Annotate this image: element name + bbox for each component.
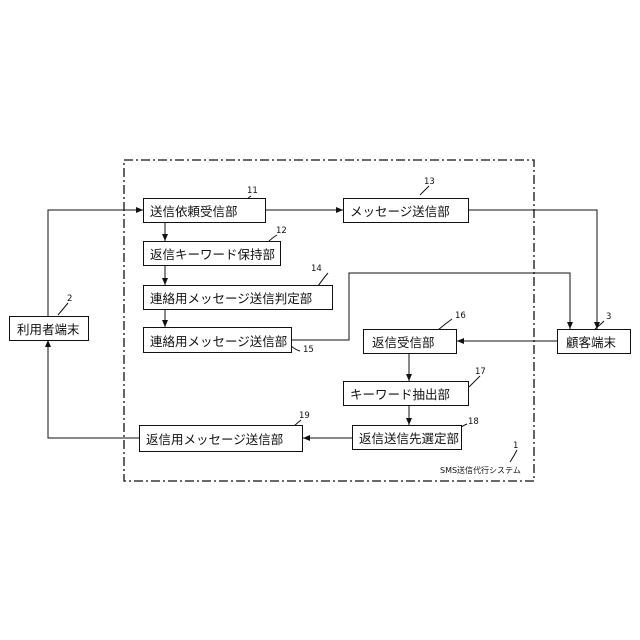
reply-sender-label: 返信用メッセージ送信部 [146, 429, 283, 448]
ref-17: 17 [475, 367, 486, 377]
leader-15 [291, 346, 300, 351]
request-receiver-block: 送信依頼受信部 [143, 198, 266, 223]
contact-sender-block: 連絡用メッセージ送信部 [143, 327, 292, 353]
destination-selector-label: 返信送信先選定部 [359, 428, 459, 447]
message-sender-label: メッセージ送信部 [350, 201, 450, 220]
ref-3: 3 [606, 312, 611, 322]
customer-terminal-block: 顧客端末 [557, 329, 631, 354]
leader-3 [595, 321, 604, 329]
system-label: SMS送信代行システム [440, 465, 521, 476]
contact-judge-label: 連絡用メッセージ送信判定部 [150, 288, 312, 307]
ref-12: 12 [276, 226, 287, 236]
destination-selector-block: 返信送信先選定部 [352, 425, 462, 450]
leader-17 [469, 376, 480, 387]
ref-15: 15 [303, 345, 314, 355]
leader-2 [58, 303, 68, 315]
ref-13: 13 [424, 177, 435, 187]
keyword-extractor-label: キーワード抽出部 [350, 384, 450, 403]
reply-sender-block: 返信用メッセージ送信部 [139, 425, 303, 452]
reply-receiver-block: 返信受信部 [363, 329, 457, 354]
arrow-user-to-request-receiver [48, 210, 143, 316]
keyword-holder-label: 返信キーワード保持部 [150, 244, 275, 263]
arrow-reply-sender-to-user [48, 340, 139, 438]
reply-receiver-label: 返信受信部 [372, 332, 435, 351]
ref-1: 1 [513, 441, 518, 451]
ref-16: 16 [455, 311, 466, 321]
arrow-message-sender-to-customer [469, 210, 597, 329]
request-receiver-label: 送信依頼受信部 [150, 201, 238, 220]
leader-13 [420, 186, 429, 195]
ref-19: 19 [299, 411, 310, 421]
customer-terminal-label: 顧客端末 [566, 332, 616, 351]
ref-11: 11 [247, 186, 258, 196]
ref-14: 14 [311, 264, 322, 274]
keyword-holder-block: 返信キーワード保持部 [143, 241, 281, 266]
ref-18: 18 [468, 417, 479, 427]
user-terminal-label: 利用者端末 [17, 319, 80, 338]
keyword-extractor-block: キーワード抽出部 [343, 381, 469, 406]
user-terminal-block: 利用者端末 [9, 316, 89, 341]
contact-judge-block: 連絡用メッセージ送信判定部 [143, 285, 333, 310]
message-sender-block: メッセージ送信部 [343, 198, 469, 223]
ref-2: 2 [67, 294, 72, 304]
leader-1 [510, 450, 517, 462]
contact-sender-label: 連絡用メッセージ送信部 [150, 331, 287, 350]
